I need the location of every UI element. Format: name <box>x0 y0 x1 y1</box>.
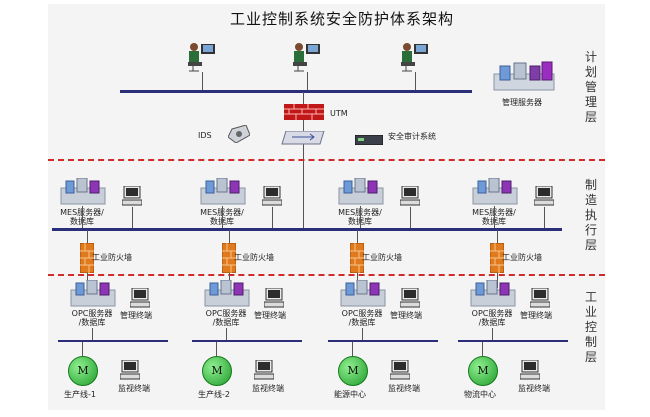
opc-server-icon <box>470 279 516 312</box>
mes-terminal-link <box>544 207 545 228</box>
monitor-terminal-icon <box>519 359 541 386</box>
mes-server-label-line1: MES服务器/ <box>464 208 524 218</box>
industrial-firewall-label: 工业防火墙 <box>502 253 542 262</box>
control-network-bus <box>458 340 568 342</box>
layer-title-exec: 制造执行层 <box>584 178 597 252</box>
production-line-label: 生产线-2 <box>198 390 230 399</box>
motor-link <box>82 342 83 356</box>
monitor-terminal-icon <box>389 359 411 386</box>
mes-server-label-line1: MES服务器/ <box>52 208 112 218</box>
management-terminal-icon <box>129 287 151 314</box>
engineer-workstation-icon <box>185 40 219 76</box>
production-line-label: 能源中心 <box>334 390 366 399</box>
management-terminal-label: 管理终端 <box>520 311 552 320</box>
control-network-bus <box>328 340 438 342</box>
engineer-workstation-icon <box>290 40 324 76</box>
motor-icon: M <box>202 356 232 386</box>
management-server-label: 管理服务器 <box>502 98 542 107</box>
opc-server-label-line2: /数据库 <box>348 318 376 327</box>
utm-label: UTM <box>330 109 348 118</box>
motor-icon: M <box>338 356 368 386</box>
workstation-link <box>202 72 203 90</box>
monitor-terminal-label: 监视终端 <box>518 384 550 393</box>
motor-link <box>352 342 353 356</box>
motor-link <box>216 342 217 356</box>
plan-network-bus <box>120 90 472 93</box>
mes-server-link <box>82 206 83 228</box>
opc-server-label-line2: /数据库 <box>78 318 106 327</box>
motor-icon: M <box>68 356 98 386</box>
opc-server-label-line1: OPC服务器 <box>205 309 247 318</box>
control-network-bus <box>58 340 168 342</box>
diagram-title: 工业控制系统安全防护体系架构 <box>229 10 454 28</box>
layer-title-ctrl: 工业控制层 <box>584 290 597 364</box>
production-line-label: 物流中心 <box>464 390 496 399</box>
layer-divider-plan-exec <box>48 159 605 161</box>
industrial-firewall-icon <box>349 242 365 277</box>
monitor-terminal-icon <box>253 359 275 386</box>
opc-bus-drop <box>492 328 493 340</box>
opc-server-icon <box>340 279 386 312</box>
mes-server-link <box>494 206 495 228</box>
mes-terminal-link <box>132 207 133 228</box>
mes-server-icon <box>338 177 384 210</box>
mes-terminal-icon <box>533 185 555 212</box>
utm-firewall-icon <box>284 104 324 124</box>
audit-system-icon <box>354 130 384 149</box>
layer-divider-exec-ctrl <box>48 274 605 276</box>
management-terminal-label: 管理终端 <box>120 311 152 320</box>
mes-server-icon <box>472 177 518 210</box>
ids-label: IDS <box>198 131 212 140</box>
monitor-terminal-label: 监视终端 <box>252 384 284 393</box>
mes-server-link <box>222 206 223 228</box>
management-terminal-icon <box>529 287 551 314</box>
mes-server-icon <box>60 177 106 210</box>
opc-server-label-line2: /数据库 <box>212 318 240 327</box>
industrial-firewall-icon <box>221 242 237 277</box>
workstation-link <box>307 72 308 90</box>
ids-device-icon <box>227 124 251 147</box>
mes-server-link <box>360 206 361 228</box>
opc-bus-drop <box>92 328 93 340</box>
management-terminal-icon <box>399 287 421 314</box>
management-server-group-icon <box>492 60 556 98</box>
opc-bus-drop <box>362 328 363 340</box>
management-terminal-label: 管理终端 <box>254 311 286 320</box>
control-network-bus <box>192 340 302 342</box>
workstation-link <box>415 72 416 90</box>
opc-server-label-line1: OPC服务器 <box>341 309 383 318</box>
opc-bus-drop <box>226 328 227 340</box>
mes-server-icon <box>200 177 246 210</box>
industrial-firewall-label: 工业防火墙 <box>92 253 132 262</box>
exec-network-bus <box>52 228 562 231</box>
layer-title-plan: 计划管理层 <box>584 50 597 124</box>
motor-link <box>482 342 483 356</box>
mes-server-label-line1: MES服务器/ <box>192 208 252 218</box>
mes-terminal-link <box>272 207 273 228</box>
industrial-firewall-label: 工业防火墙 <box>362 253 402 262</box>
monitor-terminal-label: 监视终端 <box>118 384 150 393</box>
mes-terminal-link <box>410 207 411 228</box>
opc-server-label-line1: OPC服务器 <box>71 309 113 318</box>
monitor-terminal-icon <box>119 359 141 386</box>
monitor-terminal-label: 监视终端 <box>388 384 420 393</box>
management-terminal-label: 管理终端 <box>390 311 422 320</box>
industrial-firewall-label: 工业防火墙 <box>234 253 274 262</box>
mes-server-label-line1: MES服务器/ <box>330 208 390 218</box>
production-line-label: 生产线-1 <box>64 390 96 399</box>
opc-server-icon <box>70 279 116 312</box>
engineer-workstation-icon <box>398 40 432 76</box>
motor-icon: M <box>468 356 498 386</box>
diagram-background <box>48 4 605 410</box>
opc-server-icon <box>204 279 250 312</box>
opc-server-label-line2: /数据库 <box>478 318 506 327</box>
audit-system-label: 安全审计系统 <box>388 132 436 141</box>
opc-server-label-line1: OPC服务器 <box>471 309 513 318</box>
core-switch-icon <box>280 130 326 149</box>
management-terminal-icon <box>263 287 285 314</box>
backbone-vertical-link <box>303 92 304 230</box>
